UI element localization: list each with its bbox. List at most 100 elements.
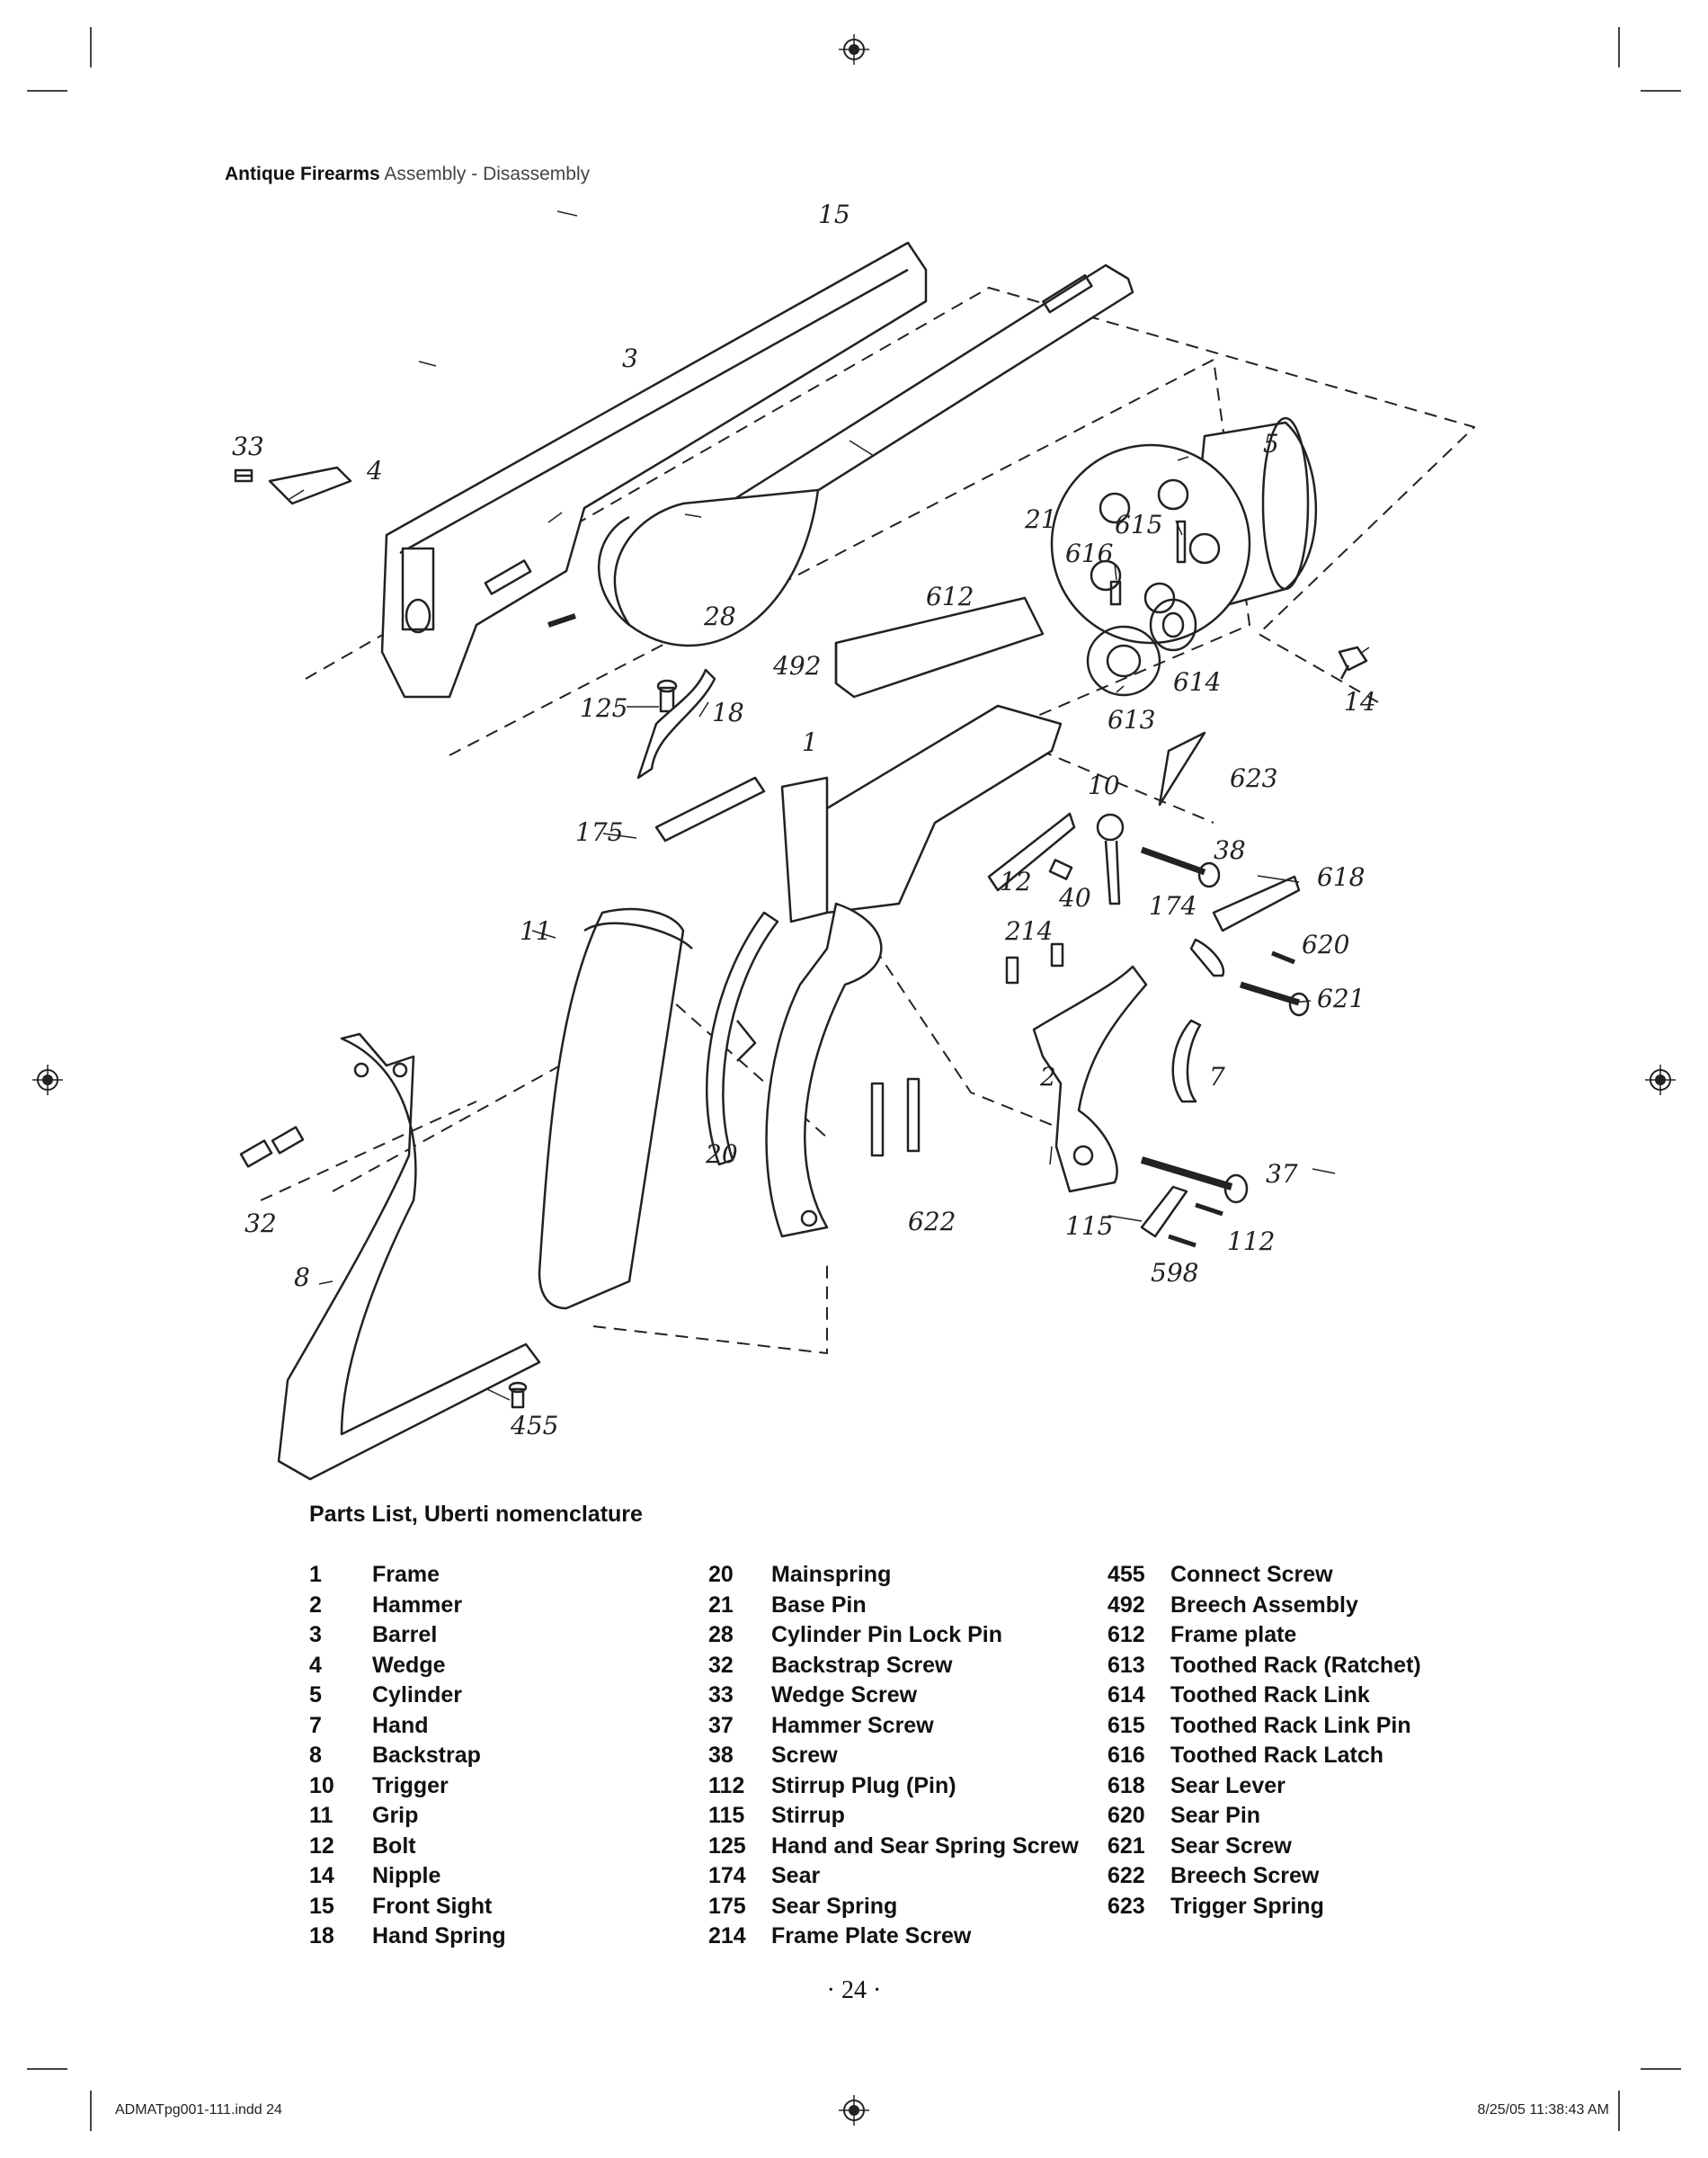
backstrap (277, 1032, 541, 1481)
callout-label: 1 (802, 727, 818, 757)
part-name: Breech Assembly (1170, 1592, 1358, 1618)
callout-label: 623 (1230, 763, 1277, 793)
cylinder (1050, 416, 1317, 645)
part-name: Nipple (372, 1863, 441, 1889)
callout-label: 14 (1344, 687, 1376, 717)
assembly-line (260, 1101, 477, 1201)
part-number: 32 (708, 1652, 734, 1678)
frame-plate (834, 596, 1045, 699)
callout-label: 622 (908, 1207, 956, 1236)
part-name: Trigger (372, 1772, 449, 1798)
toothed-rack-latch (1109, 580, 1122, 606)
toothed-rack (1086, 625, 1161, 697)
part-number: 4 (309, 1652, 322, 1678)
breech-screw (870, 1077, 921, 1157)
registration-mark-icon (1645, 1065, 1676, 1095)
callout-label: 616 (1065, 539, 1113, 568)
parts-list-row: 616 Toothed Rack Latch (1108, 1741, 1421, 1771)
part-number: 20 (708, 1562, 734, 1588)
parts-list-title: Parts List, Uberti nomenclature (309, 1502, 643, 1527)
part-number: 112 (708, 1772, 745, 1798)
toothed-rack-link (1149, 598, 1197, 652)
hand (1171, 1019, 1202, 1103)
callout-label: 613 (1108, 705, 1155, 735)
crop-mark (90, 2091, 92, 2131)
hand-spring (636, 668, 716, 780)
sear-spring (654, 776, 766, 843)
part-number: 5 (309, 1682, 322, 1708)
callout-label: 11 (520, 916, 552, 946)
part-name: Base Pin (771, 1592, 867, 1618)
stirrup (1140, 1185, 1188, 1238)
callout-label: 15 (818, 200, 850, 229)
part-number: 11 (309, 1803, 334, 1829)
screw (1140, 846, 1221, 888)
callout-label: 492 (772, 651, 821, 681)
assembly-line (305, 287, 1475, 707)
crop-mark (1618, 27, 1620, 67)
part-number: 455 (1108, 1562, 1145, 1588)
bolt (987, 812, 1076, 892)
sear-pin (1271, 950, 1295, 965)
backstrap-screw (239, 1126, 305, 1168)
part-number: 621 (1108, 1833, 1145, 1859)
part-number: 618 (1108, 1772, 1145, 1798)
part-number: 38 (708, 1743, 734, 1769)
part-number: 615 (1108, 1712, 1145, 1738)
part-name: Breech Screw (1170, 1863, 1320, 1889)
callout-label: 214 (1004, 916, 1053, 946)
part-number: 1 (309, 1562, 322, 1588)
barrel (380, 241, 928, 699)
callout-label: 21 (1024, 504, 1057, 534)
part-name: Cylinder Pin Lock Pin (771, 1622, 1002, 1648)
part-name: Wedge Screw (771, 1682, 918, 1708)
callout-label: 7 (1209, 1062, 1225, 1092)
callout-label: 598 (1151, 1258, 1198, 1288)
part-number: 174 (708, 1863, 746, 1889)
part-number: 616 (1108, 1743, 1145, 1769)
part-number: 21 (708, 1592, 734, 1618)
part-number: 7 (309, 1712, 322, 1738)
slug-filename: ADMATpg001-111.indd 24 (115, 2102, 282, 2118)
trigger (1096, 813, 1125, 905)
running-header: Antique Firearms Assembly - Disassembly (225, 164, 590, 185)
callout-label: 20 (705, 1139, 738, 1169)
crop-mark (1641, 2068, 1681, 2070)
crop-mark (1641, 90, 1681, 92)
mainspring (706, 911, 779, 1166)
part-name: Sear Spring (771, 1893, 898, 1919)
callout-label: 615 (1115, 510, 1162, 540)
part-number: 3 (309, 1622, 322, 1648)
callout-label: 33 (232, 432, 264, 461)
part-name: Hammer Screw (771, 1712, 934, 1738)
screw-40 (1048, 859, 1073, 880)
crop-mark (90, 27, 92, 67)
part-number: 33 (708, 1682, 734, 1708)
part-name: Hand and Sear Spring Screw (771, 1833, 1079, 1859)
callout-label: 38 (1214, 835, 1246, 865)
hand-and-sear-spring-screw (656, 679, 678, 713)
part-name: Toothed Rack Latch (1170, 1743, 1384, 1769)
header-title-light: Assembly - Disassembly (384, 164, 591, 184)
part-number: 2 (309, 1592, 322, 1618)
part-name: Stirrup (771, 1803, 845, 1829)
registration-mark-icon (32, 1065, 63, 1095)
callout-label: 32 (245, 1208, 277, 1238)
